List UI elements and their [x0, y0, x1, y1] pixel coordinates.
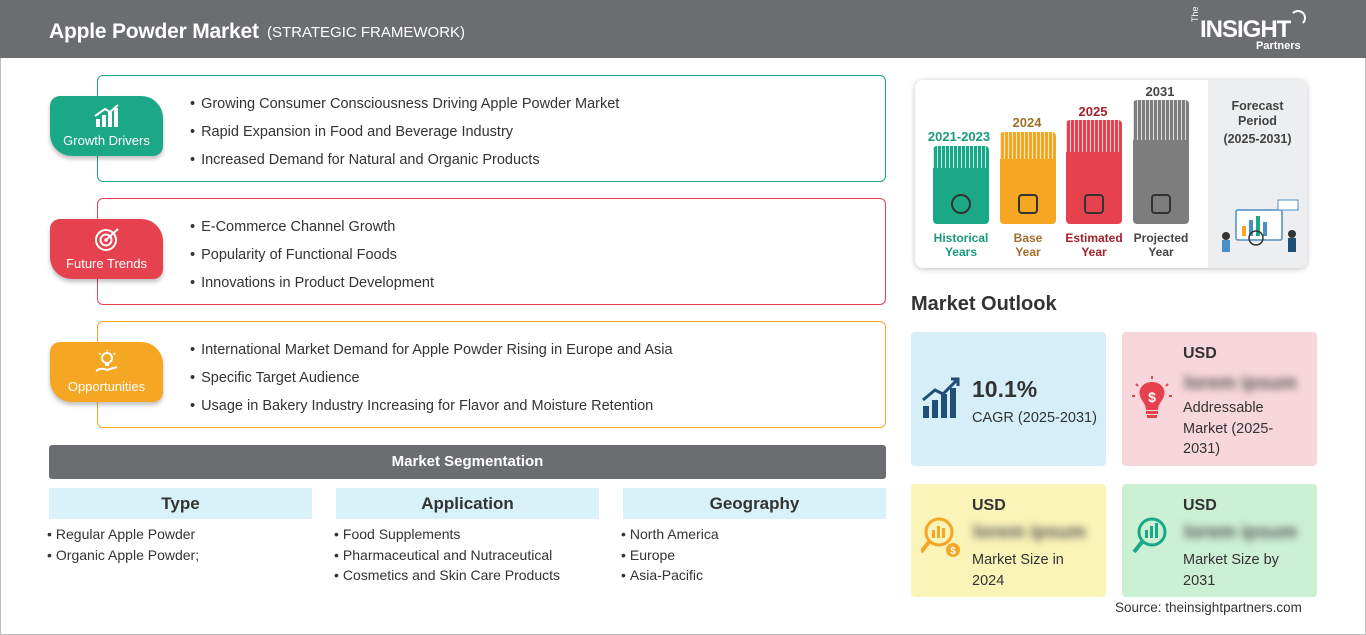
list-item: Asia-Pacific: [621, 566, 719, 587]
logo-partners: Partners: [1256, 40, 1301, 52]
page-subtitle: (STRATEGIC FRAMEWORK): [267, 24, 466, 41]
analytics-people-icon: [1222, 199, 1299, 252]
source-credit[interactable]: Source: theinsightpartners.com: [1115, 600, 1302, 615]
timeline-year-base: 2024: [1012, 115, 1042, 130]
segment-list-type: Regular Apple Powder Organic Apple Powde…: [47, 525, 199, 566]
future-trends-tag: Future Trends: [50, 219, 163, 279]
dollar-bulb-icon: $: [1132, 376, 1172, 418]
growth-drivers-list: Growing Consumer Consciousness Driving A…: [190, 95, 619, 179]
segment-header-type: Type: [49, 488, 312, 519]
list-item: Rapid Expansion in Food and Beverage Ind…: [190, 123, 619, 151]
logo-arc-icon: [1290, 10, 1306, 26]
list-item: Increased Demand for Natural and Organic…: [190, 151, 619, 179]
cagr-card: 10.1% CAGR (2025-2031): [911, 332, 1106, 466]
page-title: Apple Powder Market: [49, 20, 259, 43]
segment-list-application: Food Supplements Pharmaceutical and Nutr…: [334, 525, 560, 587]
segment-header-geography: Geography: [623, 488, 886, 519]
list-item: Organic Apple Powder;: [47, 546, 199, 567]
opportunities-tag: Opportunities: [50, 342, 163, 402]
growth-drivers-tag: Growth Drivers: [50, 96, 163, 156]
market-segmentation-header: Market Segmentation: [49, 445, 886, 479]
market-size-2024-value: lorem ipsum: [973, 522, 1086, 543]
market-outlook-title: Market Outlook: [911, 293, 1057, 315]
timeline-bar-projected: [1133, 100, 1189, 224]
list-item: Regular Apple Powder: [47, 525, 199, 546]
timeline-year-projected: 2031: [1145, 84, 1175, 99]
settings-chart-icon: [1084, 194, 1104, 214]
opportunities-label: Opportunities: [67, 379, 146, 394]
header-bar: Apple Powder Market (STRATEGIC FRAMEWORK…: [0, 0, 1366, 58]
list-item: Europe: [621, 546, 719, 567]
svg-text:$: $: [1148, 389, 1156, 405]
list-item: E-Commerce Channel Growth: [190, 218, 434, 246]
bar-growth-icon: [94, 104, 119, 127]
growth-drivers-box: Growing Consumer Consciousness Driving A…: [97, 75, 886, 182]
list-item: Usage in Bakery Industry Increasing for …: [190, 397, 673, 425]
insight-partners-logo[interactable]: The INSIGHT Partners: [1190, 6, 1310, 54]
list-item: Innovations in Product Development: [190, 274, 434, 302]
segment-list-geography: North America Europe Asia-Pacific: [621, 525, 719, 587]
addressable-value: lorem ipsum: [1184, 373, 1297, 394]
market-size-2031-currency: USD: [1183, 497, 1217, 514]
timeline-bar-base: [1000, 132, 1056, 224]
calendar-icon: [1018, 194, 1038, 214]
timeline-year-estimated: 2025: [1078, 104, 1108, 119]
logo-the: The: [1190, 6, 1200, 22]
svg-text:$: $: [950, 546, 956, 557]
chart-magnifier-icon: [1132, 517, 1167, 554]
market-size-2031-value: lorem ipsum: [1184, 522, 1297, 543]
list-item: North America: [621, 525, 719, 546]
future-trends-label: Future Trends: [66, 256, 147, 271]
future-trends-box: E-Commerce Channel Growth Popularity of …: [97, 198, 886, 305]
forecast-period: (2025-2031): [1223, 132, 1292, 146]
presentation-icon: [1151, 194, 1171, 214]
timeline-year-historical: 2021-2023: [927, 129, 991, 144]
addressable-currency: USD: [1183, 345, 1217, 362]
cagr-value: 10.1%: [972, 376, 1038, 402]
cagr-label: CAGR (2025-2031): [972, 410, 1097, 426]
list-item: Popularity of Functional Foods: [190, 246, 434, 274]
market-size-2024-currency: USD: [972, 497, 1006, 514]
lightbulb-hand-icon: [95, 350, 118, 372]
opportunities-box: International Market Demand for Apple Po…: [97, 321, 886, 428]
list-item: Specific Target Audience: [190, 369, 673, 397]
list-item: Food Supplements: [334, 525, 560, 546]
list-item: Pharmaceutical and Nutraceutical: [334, 546, 560, 567]
target-icon: [95, 228, 119, 251]
history-icon: [951, 194, 971, 214]
list-item: Growing Consumer Consciousness Driving A…: [190, 95, 619, 123]
opportunities-list: International Market Demand for Apple Po…: [190, 341, 673, 425]
list-item: International Market Demand for Apple Po…: [190, 341, 673, 369]
growth-drivers-label: Growth Drivers: [63, 133, 150, 148]
future-trends-list: E-Commerce Channel Growth Popularity of …: [190, 218, 434, 302]
timeline-bar-estimated: [1066, 120, 1122, 224]
growth-chart-icon: [922, 377, 960, 418]
money-magnifier-icon: $: [921, 517, 960, 557]
timeline-bar-historical: [933, 146, 989, 224]
logo-insight: INSIGHT: [1200, 16, 1291, 43]
segment-header-application: Application: [336, 488, 599, 519]
list-item: Cosmetics and Skin Care Products: [334, 566, 560, 587]
